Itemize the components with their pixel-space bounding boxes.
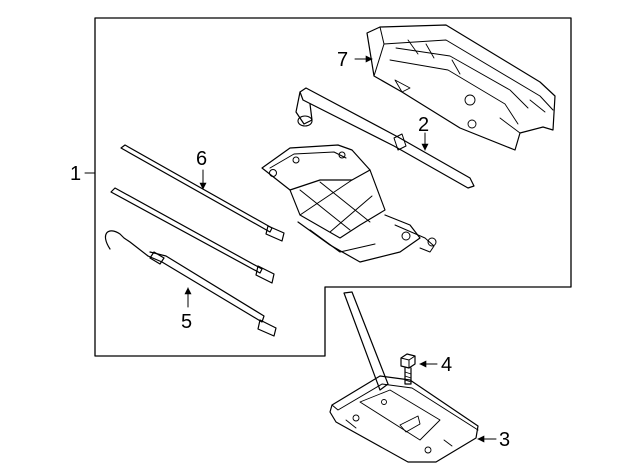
callout-3: 3: [499, 429, 510, 451]
lug-wrench-part: [295, 87, 475, 189]
extension-rods-part: [110, 144, 285, 284]
storage-tray-part: [366, 24, 556, 151]
callout-4: 4: [441, 354, 452, 376]
assembly-boundary: [94, 17, 572, 357]
hook-handle-part: [105, 230, 277, 337]
callout-2: 2: [418, 114, 429, 136]
callout-7: 7: [337, 49, 348, 71]
callout-1: 1: [70, 163, 81, 185]
callout-6: 6: [196, 148, 207, 170]
bolt-part: [400, 353, 416, 385]
scissor-jack-part: [261, 144, 437, 263]
callout-5: 5: [181, 311, 192, 333]
mounting-bracket-part: [329, 291, 479, 463]
